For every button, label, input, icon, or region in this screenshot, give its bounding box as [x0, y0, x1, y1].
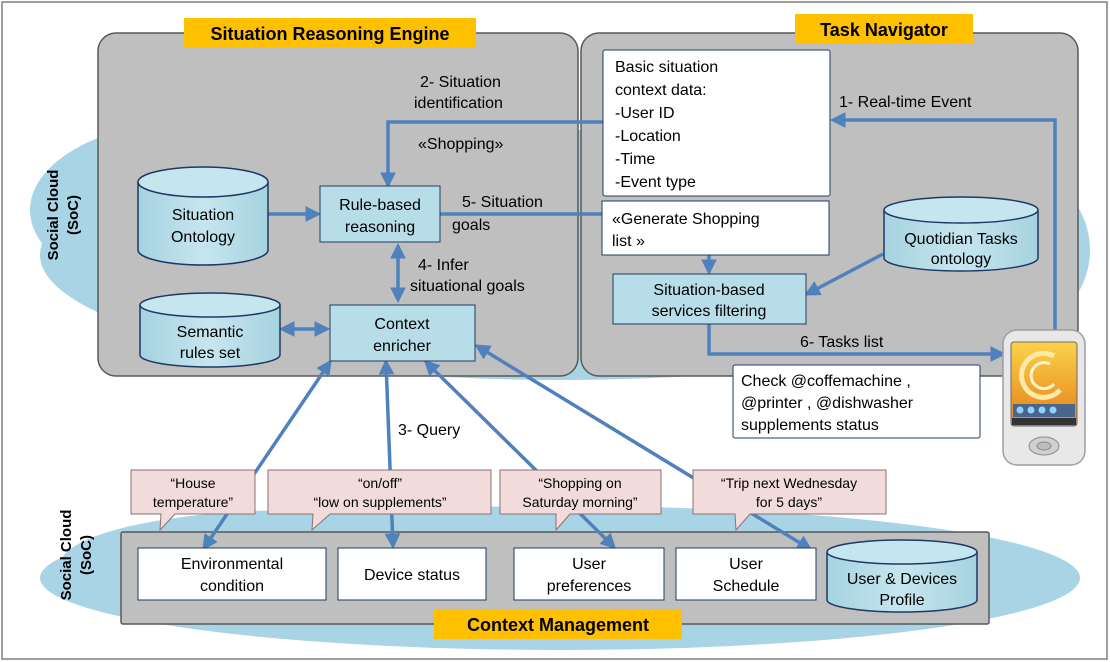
basic-context-box [602, 49, 831, 197]
check-status-line1: Check @coffemachine , [741, 373, 911, 390]
edge-label-shopping: «Shopping» [418, 136, 504, 153]
edge-label-situation-goals-2: goals [452, 217, 490, 234]
callout-house-temperature: “House temperature” [130, 469, 256, 532]
basic-context-line3: -User ID [615, 105, 675, 122]
basic-context-line5: -Time [615, 151, 655, 168]
callout-shopping-saturday-line1: “Shopping on [538, 475, 621, 491]
environmental-line2: condition [200, 578, 264, 595]
edge-label-infer-goals-1: 4- Infer [418, 257, 469, 274]
callout-shopping-saturday: “Shopping on Saturday morning” [499, 469, 662, 532]
edge-label-query: 3- Query [398, 422, 460, 439]
user-preferences-line2: preferences [547, 578, 632, 595]
context-enricher-box [329, 304, 476, 362]
user-devices-profile-node: User & Devices Profile [826, 539, 978, 613]
upper-side-label: Social Cloud (SoC) [45, 170, 82, 261]
edge-label-situation-identification-2: identification [414, 95, 503, 112]
basic-context-line4: -Location [615, 128, 681, 145]
user-preferences-line1: User [572, 556, 606, 573]
user-devices-profile-line1: User & Devices [847, 571, 957, 588]
user-preferences-box [513, 547, 665, 601]
check-status-line3: supplements status [741, 417, 879, 434]
arrow-realtime-event [829, 112, 1057, 330]
edge-label-infer-goals-2: situational goals [410, 278, 525, 295]
smartphone-icon [1002, 329, 1086, 466]
check-status-line2: @printer , @dishwasher [741, 395, 914, 412]
arrow-enricher-environment [202, 359, 332, 551]
situation-ontology-node: Situation Ontology [137, 166, 269, 266]
basic-context-line6: -Event type [615, 174, 696, 191]
sre-title-box [184, 18, 476, 48]
generate-shopping-line1: «Generate Shopping [612, 211, 760, 228]
environmental-line1: Environmental [181, 556, 283, 573]
sre-title: Situation Reasoning Engine [210, 24, 449, 44]
lower-side-label-line1: Social Cloud [58, 510, 75, 601]
quotidian-line1: Quotidian Tasks [904, 231, 1018, 248]
callout-on-off: “on/off” “low on supplements” [267, 469, 492, 532]
user-schedule-line1: User [729, 556, 763, 573]
cm-title: Context Management [467, 615, 649, 635]
tn-title-box [795, 14, 973, 44]
upper-side-label-line1: Social Cloud [45, 170, 62, 261]
callout-house-temperature-line2: temperature” [153, 494, 233, 510]
arrows [202, 112, 1057, 551]
quotidian-line2: ontology [931, 251, 992, 268]
device-status-label: Device status [364, 567, 460, 584]
edge-label-tasks-list: 6- Tasks list [800, 334, 884, 351]
environmental-condition-box [137, 547, 327, 601]
callout-shopping-saturday-line2: Saturday morning” [522, 494, 638, 510]
callout-trip: “Trip next Wednesday for 5 days” [692, 469, 887, 532]
user-schedule-box [675, 547, 817, 601]
services-filtering-line2: services filtering [652, 303, 767, 320]
basic-context-line1: Basic situation [615, 59, 718, 76]
semantic-rules-line2: rules set [180, 345, 241, 362]
generate-shopping-line2: list » [612, 233, 645, 250]
basic-context-line2: context data: [615, 82, 707, 99]
arrow-quotidian-to-filtering [804, 252, 884, 296]
callout-trip-line1: “Trip next Wednesday [721, 475, 857, 491]
tn-title: Task Navigator [820, 20, 948, 40]
callout-house-temperature-line1: “House [170, 475, 215, 491]
callout-on-off-line2: “low on supplements” [313, 494, 446, 510]
situation-ontology-line1: Situation [172, 207, 234, 224]
edge-label-situation-goals-1: 5- Situation [462, 194, 543, 211]
check-status-box [732, 364, 981, 439]
situation-ontology-line2: Ontology [171, 229, 235, 246]
cm-title-box [434, 609, 682, 639]
rule-based-line2: reasoning [345, 219, 415, 236]
edge-label-realtime-event: 1- Real-time Event [839, 94, 972, 111]
lower-side-label: Social Cloud (SoC) [58, 510, 95, 601]
rule-based-reasoning-box [319, 185, 441, 243]
services-filtering-box [612, 273, 807, 325]
semantic-rules-node: Semantic rules set [139, 292, 281, 368]
user-schedule-line2: Schedule [713, 578, 780, 595]
quotidian-tasks-node: Quotidian Tasks ontology [883, 196, 1039, 272]
services-filtering-line1: Situation-based [653, 282, 764, 299]
arrow-enricher-profile [474, 344, 813, 551]
rule-based-line1: Rule-based [339, 197, 421, 214]
arrow-query-device [378, 358, 401, 550]
user-devices-profile-line2: Profile [879, 592, 924, 609]
context-enricher-line1: Context [374, 316, 430, 333]
semantic-rules-line1: Semantic [177, 324, 244, 341]
callout-trip-line2: for 5 days” [756, 494, 822, 510]
callout-on-off-line1: “on/off” [358, 475, 402, 491]
arrow-situation-identification [380, 120, 603, 189]
device-status-box [337, 547, 487, 601]
lower-side-label-line2: (SoC) [78, 535, 95, 575]
edge-label-situation-identification-1: 2- Situation [420, 74, 501, 91]
generate-shopping-box [601, 200, 830, 256]
context-enricher-line2: enricher [373, 338, 431, 355]
upper-side-label-line2: (SoC) [65, 195, 82, 235]
